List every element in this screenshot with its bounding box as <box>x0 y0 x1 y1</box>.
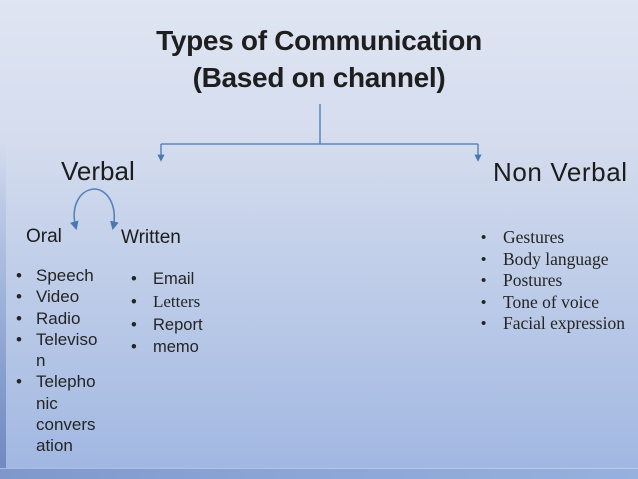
oral-label: Oral <box>26 226 62 247</box>
list-item: • Tone of voice <box>481 292 638 314</box>
bullet-icon: • <box>16 372 22 392</box>
list-item: • Speech <box>16 265 128 286</box>
bullet-icon: • <box>481 272 487 290</box>
list-item-label: Telepho nic convers ation <box>36 372 96 456</box>
list-item: • Report <box>131 314 241 337</box>
list-item: • Postures <box>481 270 638 292</box>
list-item: • Televiso n <box>16 329 128 372</box>
list-item-label: Letters <box>153 291 201 311</box>
list-item: • Gestures <box>481 227 638 249</box>
list-item-label: Email <box>153 270 195 288</box>
list-item-label: Postures <box>503 270 563 291</box>
verbal-to-written-arrow <box>93 188 119 231</box>
list-item: • Video <box>16 286 128 307</box>
list-item-label: Facial expression <box>503 313 625 334</box>
oral-list: • Speech • Video • Radio • Televiso n • Telep… <box>16 265 128 457</box>
verbal-label: Verbal <box>61 156 135 186</box>
written-label: Written <box>121 227 181 248</box>
bullet-icon: • <box>481 250 487 268</box>
list-item: • memo <box>131 336 241 359</box>
bullet-icon: • <box>481 315 487 333</box>
list-item: • Email <box>131 268 241 291</box>
list-item: • Letters <box>131 291 241 314</box>
list-item-label: Radio <box>36 308 81 328</box>
left-edge-accent-bar <box>0 142 6 469</box>
slide-title-line2: (Based on channel) <box>192 62 446 93</box>
bullet-icon: • <box>16 329 22 349</box>
list-item: • Radio <box>16 308 128 329</box>
bullet-icon: • <box>481 229 487 246</box>
bullet-icon: • <box>16 266 22 285</box>
list-item-label: Body language <box>503 248 609 269</box>
list-item-label: Video <box>36 287 80 307</box>
slide-title: Types of Communication (Based on channel… <box>0 22 638 96</box>
bullet-icon: • <box>131 270 137 288</box>
nonverbal-label: Non Verbal <box>493 157 628 187</box>
list-item-label: Gestures <box>503 227 565 247</box>
list-item-label: Televiso n <box>36 329 98 371</box>
list-item: • Telepho nic convers ation <box>16 371 128 456</box>
list-item-label: memo <box>153 338 199 357</box>
list-item: • Facial expression <box>481 313 638 335</box>
bottom-edge-bar <box>0 468 638 479</box>
verbal-to-oral-arrow <box>70 188 95 231</box>
bullet-icon: • <box>16 308 22 328</box>
bullet-icon: • <box>481 293 487 311</box>
list-item-label: Tone of voice <box>503 291 599 312</box>
nonverbal-list: • Gestures • Body language • Postures • Tone… <box>481 227 638 335</box>
slide-title-line1: Types of Communication <box>156 25 482 56</box>
list-item: • Body language <box>481 249 638 271</box>
bullet-icon: • <box>131 315 137 334</box>
list-item-label: Report <box>153 315 203 334</box>
bullet-icon: • <box>131 338 137 357</box>
bullet-icon: • <box>131 292 137 311</box>
bullet-icon: • <box>16 287 22 307</box>
list-item-label: Speech <box>36 266 94 285</box>
written-list: • Email • Letters • Report • memo <box>131 268 241 359</box>
